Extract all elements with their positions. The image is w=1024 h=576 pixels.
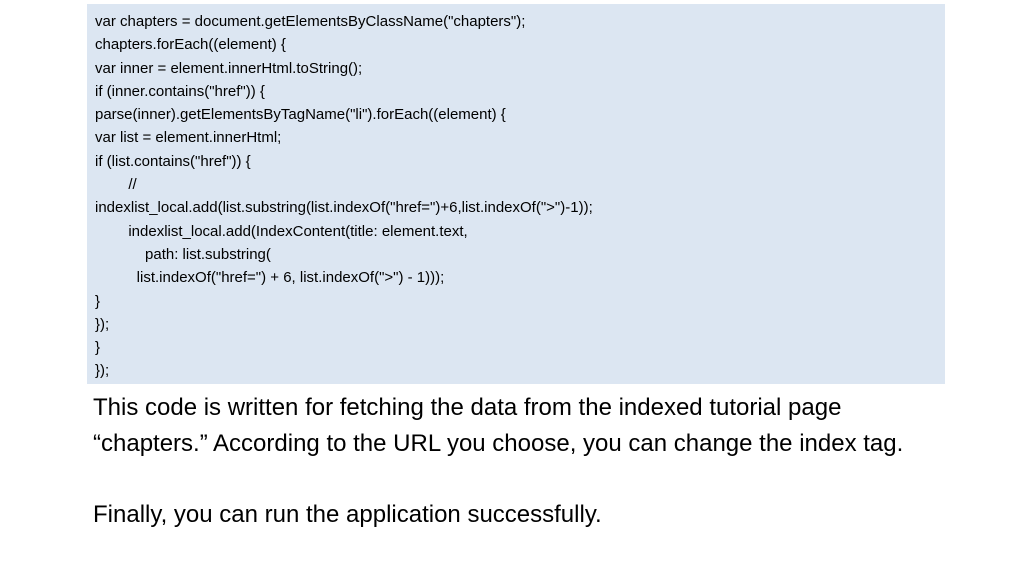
code-line: var list = element.innerHtml; [95, 129, 282, 147]
code-line: if (inner.contains("href")) { [95, 82, 265, 100]
code-line: } [95, 339, 101, 357]
conclusion-paragraph: Finally, you can run the application suc… [93, 500, 602, 528]
code-line: if (list.contains("href")) { [95, 152, 251, 170]
code-block: var chapters = document.getElementsByCla… [87, 4, 945, 384]
code-line: list.indexOf("href=") + 6, list.indexOf(… [95, 269, 445, 287]
code-line: var inner = element.innerHtml.toString()… [95, 59, 363, 77]
code-line: // [95, 176, 137, 194]
description-text: This code is written for fetching the da… [93, 390, 933, 532]
code-line: } [95, 292, 101, 310]
code-line: indexlist_local.add(list.substring(list.… [95, 199, 593, 217]
code-line: chapters.forEach((element) { [95, 36, 286, 54]
code-line: path: list.substring( [95, 245, 271, 263]
code-line: parse(inner).getElementsByTagName("li").… [95, 106, 506, 124]
code-line: indexlist_local.add(IndexContent(title: … [95, 222, 468, 240]
code-line: var chapters = document.getElementsByCla… [95, 13, 526, 30]
code-line: }); [95, 315, 110, 333]
description-paragraph: This code is written for fetching the da… [93, 394, 904, 457]
code-line: }); [95, 362, 110, 380]
